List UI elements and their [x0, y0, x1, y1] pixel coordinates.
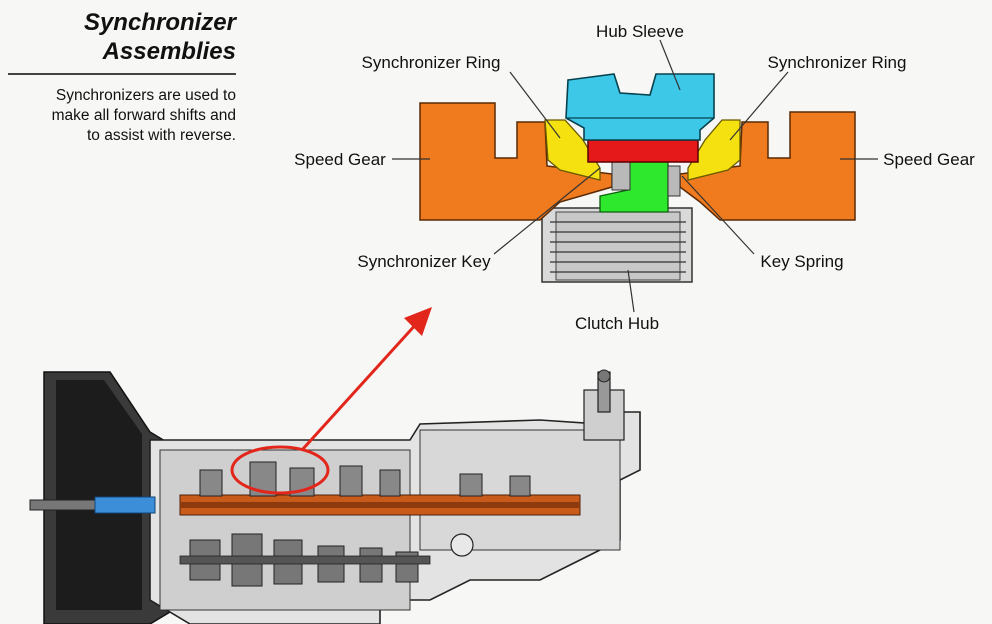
sync-key	[587, 139, 699, 163]
callout-arrow-line	[300, 320, 420, 452]
transmission-cutaway	[29, 369, 641, 624]
label-speed-gear-left: Speed Gear	[294, 150, 386, 169]
label-key-spring: Key Spring	[760, 252, 843, 271]
description-line-3: to assist with reverse.	[86, 127, 236, 144]
callout-ellipse	[230, 445, 330, 495]
sync-ring-right	[687, 119, 741, 181]
clutch-hub	[541, 207, 693, 283]
page-title: Synchronizer Assemblies	[84, 8, 236, 66]
description-line-2: make all forward shifts and	[51, 107, 236, 124]
synchronizer-cross-section	[419, 73, 856, 283]
description-line-1: Synchronizers are used to	[55, 87, 236, 104]
label-sync-key: Synchronizer Key	[357, 252, 491, 271]
description: Synchronizers are used to make all forwa…	[0, 86, 236, 146]
sync-ring-left	[544, 119, 601, 181]
label-sync-ring-right: Synchronizer Ring	[768, 53, 907, 72]
title-line-2: Assemblies	[102, 38, 236, 65]
label-sync-ring-left: Synchronizer Ring	[362, 53, 501, 72]
speed-gear-right	[679, 111, 856, 221]
label-hub-sleeve: Hub Sleeve	[596, 22, 684, 41]
label-speed-gear-right: Speed Gear	[883, 150, 975, 169]
callout-arrowhead	[404, 307, 432, 336]
title-line-1: Synchronizer	[83, 9, 236, 36]
title-divider	[8, 73, 236, 75]
hub-sleeve	[565, 73, 715, 141]
speed-gear-left	[419, 102, 613, 221]
leader-lines	[392, 39, 878, 313]
label-clutch-hub: Clutch Hub	[575, 314, 659, 333]
